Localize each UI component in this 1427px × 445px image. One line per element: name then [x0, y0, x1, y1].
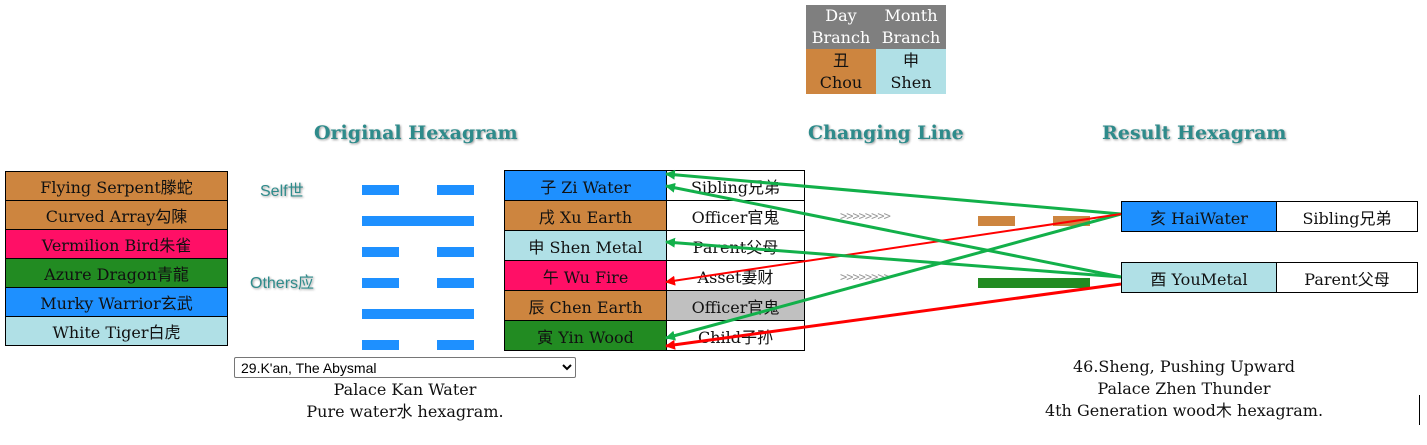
- line-6-yin-left: [362, 185, 399, 195]
- day-branch-cell: 丑 Chou: [806, 49, 876, 94]
- month-branch-cell: 申 Shen: [876, 49, 946, 94]
- branch-table: Day Branch Month Branch 丑 Chou 申 Shen: [806, 5, 946, 94]
- line-5-yang: [362, 216, 474, 226]
- original-hexagram-type: Pure water水 hexagram.: [306, 402, 504, 421]
- spirit-vermilion-bird: Vermilion Bird朱雀: [5, 229, 228, 259]
- result-caption: 46.Sheng, Pushing Upward Palace Zhen Thu…: [1034, 356, 1334, 422]
- line-3-yin-left: [362, 278, 399, 288]
- spirit-flying-serpent: Flying Serpent滕蛇: [5, 171, 228, 201]
- day-branch-name: Chou: [819, 72, 863, 92]
- spirit-azure-dragon: Azure Dragon青龍: [5, 258, 228, 288]
- line-2-branch: 辰 Chen Earth: [504, 290, 667, 321]
- self-marker: Self世: [260, 183, 304, 200]
- result-palace: Palace Zhen Thunder: [1097, 379, 1271, 398]
- result-line-lower-relation: Parent父母: [1276, 262, 1418, 293]
- line-6-yin-right: [437, 185, 474, 195]
- hexagram-select[interactable]: 29.K'an, The Abysmal: [234, 357, 576, 378]
- line-4-yin-right: [437, 247, 474, 257]
- line-3-relation: Asset妻财: [666, 260, 805, 291]
- others-marker: Others应: [250, 275, 315, 292]
- line-1-yin-left: [362, 340, 399, 350]
- arrow-hai-to-zi: [665, 169, 1122, 216]
- line-1-branch: 寅 Yin Wood: [504, 320, 667, 351]
- line-5-relation: Officer官鬼: [666, 200, 805, 231]
- result-line-lower-branch: 酉 YouMetal: [1121, 262, 1277, 293]
- arrow-you-to-shen: [665, 237, 1122, 279]
- result-hexagram-name: 46.Sheng, Pushing Upward: [1072, 357, 1296, 376]
- line-1-yin-right: [437, 340, 474, 350]
- result-line-upper-branch: 亥 HaiWater: [1121, 201, 1277, 232]
- spirit-curved-array: Curved Array勾陳: [5, 200, 228, 230]
- line-4-yin-left: [362, 247, 399, 257]
- changing-line-heading: Changing Line: [808, 122, 964, 144]
- original-caption: Palace Kan Water Pure water水 hexagram.: [305, 379, 505, 423]
- line-2-yang: [362, 309, 474, 319]
- line-4-branch: 申 Shen Metal: [504, 230, 667, 261]
- spirit-white-tiger: White Tiger白虎: [5, 316, 228, 346]
- result-line-upper: 亥 HaiWater Sibling兄弟: [1121, 201, 1418, 232]
- day-branch-header: Day Branch: [806, 5, 876, 49]
- result-line-lower: 酉 YouMetal Parent父母: [1121, 262, 1418, 293]
- six-spirits-table: Flying Serpent滕蛇 Curved Array勾陳 Vermilio…: [5, 171, 228, 346]
- result-line-upper-relation: Sibling兄弟: [1276, 201, 1418, 232]
- month-branch-header: Month Branch: [876, 5, 946, 49]
- original-palace: Palace Kan Water: [333, 380, 477, 399]
- day-branch-char: 丑: [832, 50, 849, 70]
- text-cursor: [1419, 395, 1420, 425]
- original-hexagram-heading: Original Hexagram: [314, 122, 518, 144]
- line-3-yin-right: [437, 278, 474, 288]
- arrow-you-to-zi: [665, 182, 1122, 279]
- result-hexagram-type: 4th Generation wood木 hexagram.: [1044, 401, 1324, 420]
- month-branch-name: Shen: [890, 72, 932, 92]
- month-branch-char: 申: [902, 50, 919, 70]
- changed-line-5-yin-left: [978, 216, 1015, 226]
- line-2-relation: Officer官鬼: [666, 290, 805, 321]
- arrow-hai-to-wu: [665, 213, 1122, 286]
- result-hexagram-heading: Result Hexagram: [1102, 122, 1287, 144]
- arrow-you-to-yin: [665, 282, 1122, 350]
- line-5-branch: 戌 Xu Earth: [504, 200, 667, 231]
- changed-line-3-yang: [978, 278, 1090, 288]
- arrow-hai-to-yin: [665, 212, 1122, 341]
- changing-indicator-upper: >>>>>>>>: [840, 209, 891, 223]
